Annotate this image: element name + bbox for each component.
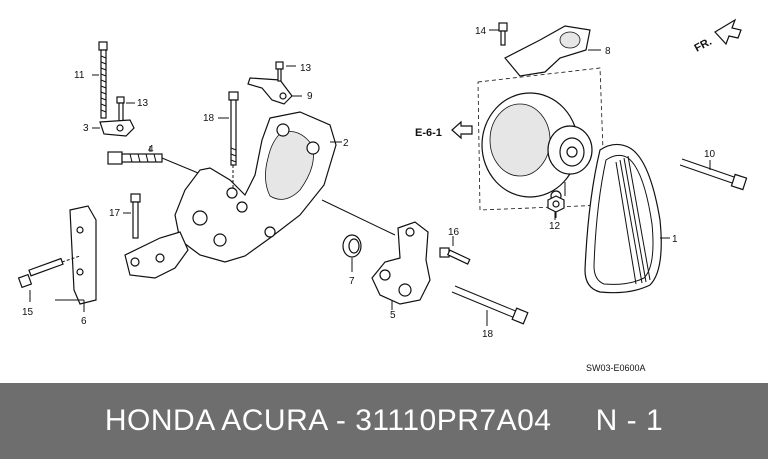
- tensioner-5: [371, 221, 431, 310]
- callout-13-right: 13: [300, 63, 312, 74]
- drive-belt-1: [584, 143, 670, 294]
- part-number-caption: HONDA ACURA - 31110PR7A04 N - 1: [104, 404, 664, 437]
- callout-14: 14: [475, 26, 487, 37]
- callout-15: 15: [22, 307, 34, 318]
- front-direction-arrow: FR.: [693, 18, 742, 55]
- reference-label: E-6-1: [415, 127, 442, 139]
- mount-bracket-2: [174, 111, 342, 263]
- parts-diagram: FR. E-6-1: [17, 18, 748, 373]
- callout-3: 3: [83, 123, 89, 134]
- callout-8: 8: [605, 46, 611, 57]
- bolt-17: [123, 193, 141, 239]
- nut-12: [547, 195, 565, 220]
- callout-13-left: 13: [137, 98, 149, 109]
- footer-banner: HONDA ACURA - 31110PR7A04 N - 1: [0, 383, 768, 459]
- bracket-8: [504, 25, 601, 77]
- bolt-11: [92, 41, 108, 119]
- drawing-code: SW03-E0600A: [586, 363, 646, 373]
- callout-6: 6: [81, 316, 87, 327]
- bolt-18-diagonal: [451, 285, 529, 326]
- callout-9: 9: [307, 91, 313, 102]
- diagram-svg: FR. E-6-1: [17, 18, 748, 373]
- bolt-14: [489, 22, 508, 46]
- callout-1: 1: [672, 234, 678, 245]
- callout-18-lower: 18: [482, 329, 494, 340]
- callout-16: 16: [448, 227, 460, 238]
- callout-18-upper: 18: [203, 113, 215, 124]
- callout-10: 10: [704, 149, 716, 160]
- bracket-3: [92, 119, 135, 137]
- bracket-9: [247, 61, 302, 105]
- bolt-10: [679, 158, 748, 191]
- callout-17: 17: [109, 208, 121, 219]
- bolt-18-vertical: [218, 91, 239, 190]
- callout-12: 12: [549, 221, 561, 232]
- bolt-15: [17, 255, 81, 302]
- callout-2: 2: [343, 138, 349, 149]
- callout-4: 4: [148, 144, 154, 155]
- bolt-16: [439, 236, 471, 265]
- alternator-assembly: [477, 67, 606, 218]
- seal-7: [321, 199, 396, 272]
- callout-11: 11: [74, 70, 85, 81]
- callout-7: 7: [349, 276, 355, 287]
- callout-5: 5: [390, 310, 396, 321]
- front-direction-label: FR.: [693, 36, 714, 55]
- lower-bracket: [124, 231, 189, 279]
- bolt-13-left: [116, 96, 135, 126]
- plate-6: [55, 205, 97, 312]
- reference-arrow: E-6-1: [415, 120, 473, 140]
